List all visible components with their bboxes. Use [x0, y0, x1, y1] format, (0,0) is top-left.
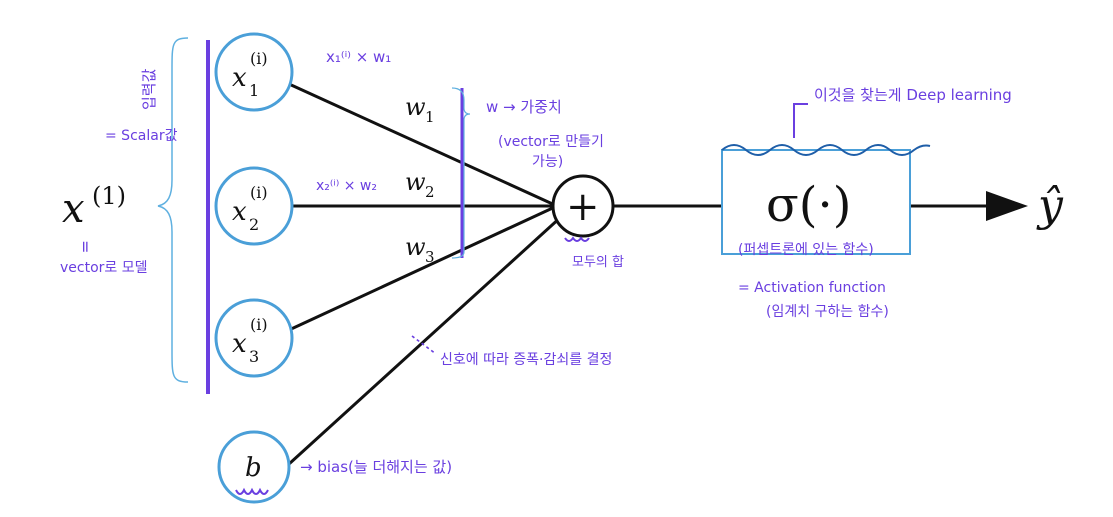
weight-label-2: w 2 — [405, 168, 435, 201]
output-label: ŷ — [1036, 180, 1064, 231]
bias-label: b — [245, 453, 262, 483]
note-signal: 신호에 따라 증폭·감쇠를 결정 — [440, 352, 612, 368]
svg-text:x: x — [62, 186, 85, 232]
input-3-sup: (i) — [250, 315, 268, 334]
svg-text:w: w — [405, 93, 426, 121]
note-input-value: 입력값 — [140, 68, 158, 110]
svg-text:(1): (1) — [92, 182, 126, 210]
vector-label: x (1) — [62, 182, 126, 232]
note-x1w1: x₁⁽ⁱ⁾ × w₁ — [326, 48, 391, 66]
input-1-base: x — [232, 63, 247, 93]
weight-brace — [451, 87, 471, 259]
input-node-2: x (i) 2 — [214, 166, 294, 246]
activation-wave — [721, 144, 931, 156]
svg-text:3: 3 — [425, 248, 435, 266]
note-activation-en: = Activation function — [738, 280, 886, 296]
input-node-3: x (i) 3 — [214, 298, 294, 378]
edge-x1-sum — [288, 82, 558, 208]
note-activation-ko: (퍼셉트론에 있는 함수) — [738, 242, 874, 258]
sum-node: + — [551, 174, 615, 242]
annotations: 입력값 = Scalar값 vector로 모델 x₁⁽ⁱ⁾ × w₁ x₂⁽ⁱ… — [60, 48, 1012, 476]
deep-learning-pointer — [793, 103, 808, 138]
activation-label: σ(·) — [766, 177, 851, 233]
input-2-sub: 2 — [249, 215, 259, 234]
note-activation-threshold: (임계치 구하는 함수) — [766, 304, 889, 320]
input-3-base: x — [232, 329, 247, 359]
input-node-1: x (i) 1 — [214, 32, 294, 112]
activation-box: σ(·) — [721, 144, 931, 255]
input-2-sup: (i) — [250, 183, 268, 202]
note-x2w2: x₂⁽ⁱ⁾ × w₂ — [316, 178, 377, 194]
note-find-deep-learning: 이것을 찾는게 Deep learning — [814, 86, 1012, 104]
weight-label-1: w 1 — [405, 93, 435, 126]
note-bias: → bias(늘 더해지는 값) — [300, 458, 452, 476]
edge-x3-sum — [288, 204, 558, 332]
note-vector-possible: (vector로 만들기 — [498, 134, 604, 150]
input-1-sub: 1 — [249, 81, 259, 100]
input-3-sub: 3 — [249, 347, 259, 366]
note-vector-model: vector로 모델 — [60, 260, 148, 276]
connections — [287, 82, 1028, 466]
svg-text:2: 2 — [425, 183, 435, 201]
sum-squiggle — [564, 236, 590, 242]
plus-icon: + — [566, 184, 600, 230]
note-weight: w → 가중치 — [486, 98, 562, 116]
edge-bias-sum — [287, 214, 564, 466]
bias-node: b — [217, 430, 291, 504]
input-brace — [157, 37, 189, 383]
weight-label-3: w 3 — [405, 233, 435, 266]
svg-text:1: 1 — [425, 108, 435, 126]
signal-pointer — [411, 335, 437, 355]
svg-text:w: w — [405, 233, 426, 261]
svg-text:w: w — [405, 168, 426, 196]
vector-equals: = — [76, 240, 95, 253]
note-scalar: = Scalar값 — [105, 128, 178, 144]
note-sum-all: 모두의 합 — [572, 255, 624, 270]
input-1-sup: (i) — [250, 49, 268, 68]
bias-squiggle — [235, 487, 269, 495]
input-2-base: x — [232, 197, 247, 227]
note-possible: 가능) — [532, 154, 563, 170]
